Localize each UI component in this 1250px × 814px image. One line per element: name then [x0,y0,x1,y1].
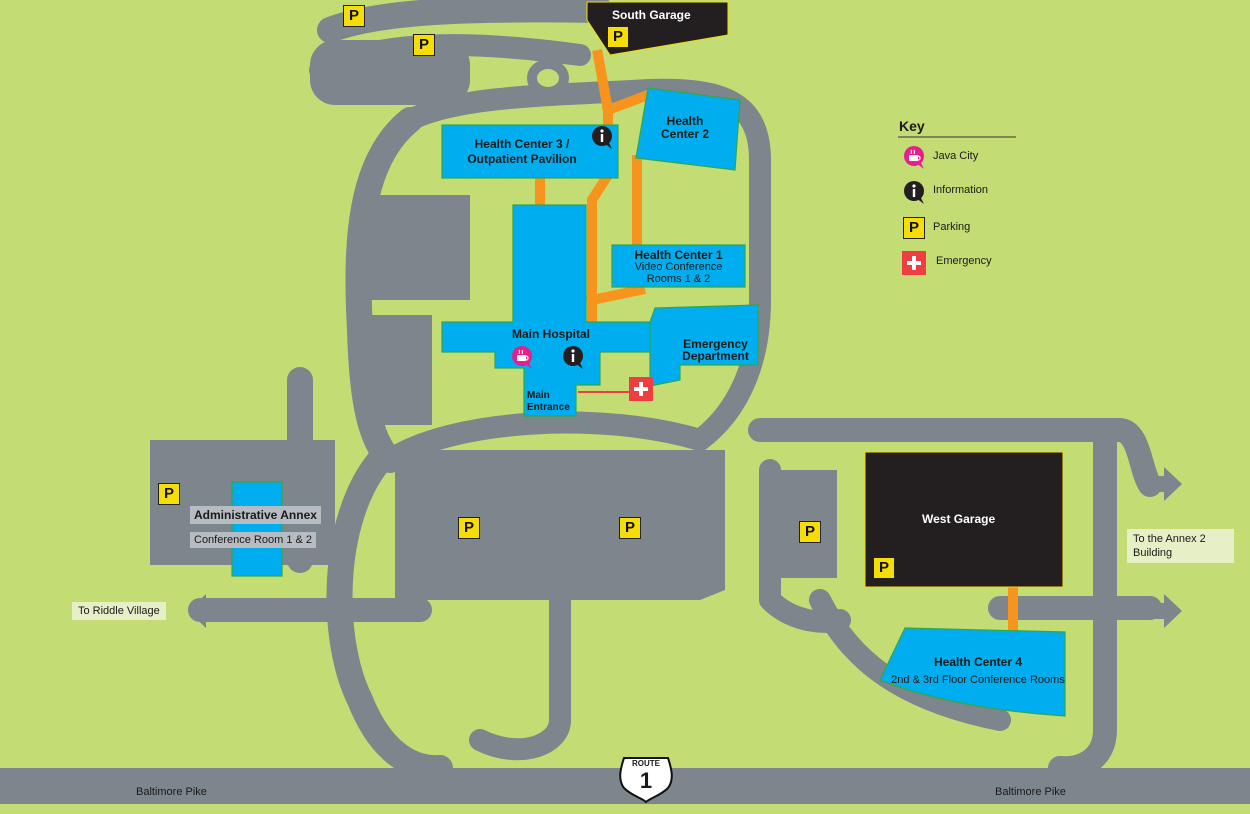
parking-icon: P [607,26,629,48]
west-garage-building [864,451,1064,588]
information-icon [904,181,924,204]
main-entrance-line2: Entrance [527,402,570,413]
health-center-3-line2: Outpatient Pavilion [467,152,577,166]
legend-title: Key [899,118,925,134]
admin-annex-building [231,481,283,577]
emergency-department-line1: Emergency [683,337,748,351]
route-shield-number: 1 [639,768,653,793]
parking-icon: P [158,483,180,505]
west-garage-loop [759,459,851,633]
parking-icon: P [413,34,435,56]
legend-java-city-label: Java City [933,150,979,162]
health-center-3-label: Health Center 3 / Outpatient Pavilion [452,137,592,167]
health-center-4-sublabel: 2nd & 3rd Floor Conference Rooms [891,674,1065,686]
legend-emergency-label: Emergency [936,255,992,267]
central-connector [469,549,571,761]
east-vertical [1048,428,1117,781]
north-circle [527,59,569,97]
parking-icon: P [458,517,480,539]
walkway-hc1-main [586,284,646,306]
health-center-4-building [879,627,1066,717]
main-entrance-line1: Main [527,390,550,401]
health-center-2-line1: Health [666,114,704,128]
central-parking-lot [395,450,725,600]
health-center-4-title: Health Center 4 [933,655,1023,669]
health-center-2-label: Health Center 2 [650,115,720,141]
baltimore-pike-label-right: Baltimore Pike [995,786,1066,798]
walkway-hc2 [601,88,655,117]
java-city-icon [904,146,924,169]
arrow-to-annex2-lower [1148,594,1182,628]
emergency-icon [629,377,653,401]
west-lot-upper [370,195,470,300]
main-hospital-building [441,204,651,417]
health-center-2-building [635,87,741,171]
buildings [231,87,1066,717]
health-center-2-line2: Center 2 [660,127,710,141]
main-entrance-label: Main Entrance [527,390,570,414]
emergency-department-building [649,304,759,387]
health-center-1-sub2: Rooms 1 & 2 [646,273,711,285]
health-center-1-title: Health Center 1 [634,248,723,262]
to-annex-2-label: To the Annex 2 Building [1127,529,1234,563]
legend-information-label: Information [933,184,989,196]
admin-annex-sublabel: Conference Room 1 & 2 [190,532,317,548]
emergency-department-line2: Department [682,349,749,363]
ring-road-east [689,149,771,451]
legend-parking-label: Parking [933,221,971,233]
emergency-department-label: Emergency Department [668,338,763,362]
health-center-3-line1: Health Center 3 / [474,137,570,151]
route-1-shield [619,757,673,804]
information-icon [592,126,612,149]
west-garage-label: West Garage [922,512,996,526]
main-hospital-label: Main Hospital [512,327,591,341]
arrow-to-annex2-upper [1148,467,1182,501]
east-road [748,418,1162,497]
parking-icon: P [343,5,365,27]
parking-icon: P [799,521,821,543]
ring-road-west [345,107,423,473]
health-center-3-building [441,124,619,179]
to-annex-2-line2: Building [1133,547,1173,559]
information-icon [563,346,583,369]
emergency-icon [902,251,926,275]
to-annex-2-line1: To the Annex 2 [1133,533,1206,545]
health-center-1-label: Health Center 1 Video Conference Rooms 1… [612,249,745,285]
ring-road-south [379,411,711,471]
parking-icon: P [619,517,641,539]
health-center-1-building [611,244,746,288]
admin-annex-label: Administrative Annex [190,506,321,524]
health-center-4-label: Health Center 4 2nd & 3rd Floor Conferen… [883,653,1073,689]
health-center-1-sub1: Video Conference [634,261,723,273]
north-lot [310,40,470,105]
southwest-loop [326,447,453,782]
to-riddle-village-label: To Riddle Village [72,602,166,620]
parking-icon: P [873,557,895,579]
parking-icon: P [903,217,925,239]
baltimore-pike-label-left: Baltimore Pike [136,786,207,798]
route-shield-label: ROUTE [632,759,660,768]
java-city-icon [512,346,532,369]
west-lot-lower [372,315,432,425]
south-garage-label: South Garage [612,8,691,22]
arrow-to-riddle-village [188,594,226,628]
